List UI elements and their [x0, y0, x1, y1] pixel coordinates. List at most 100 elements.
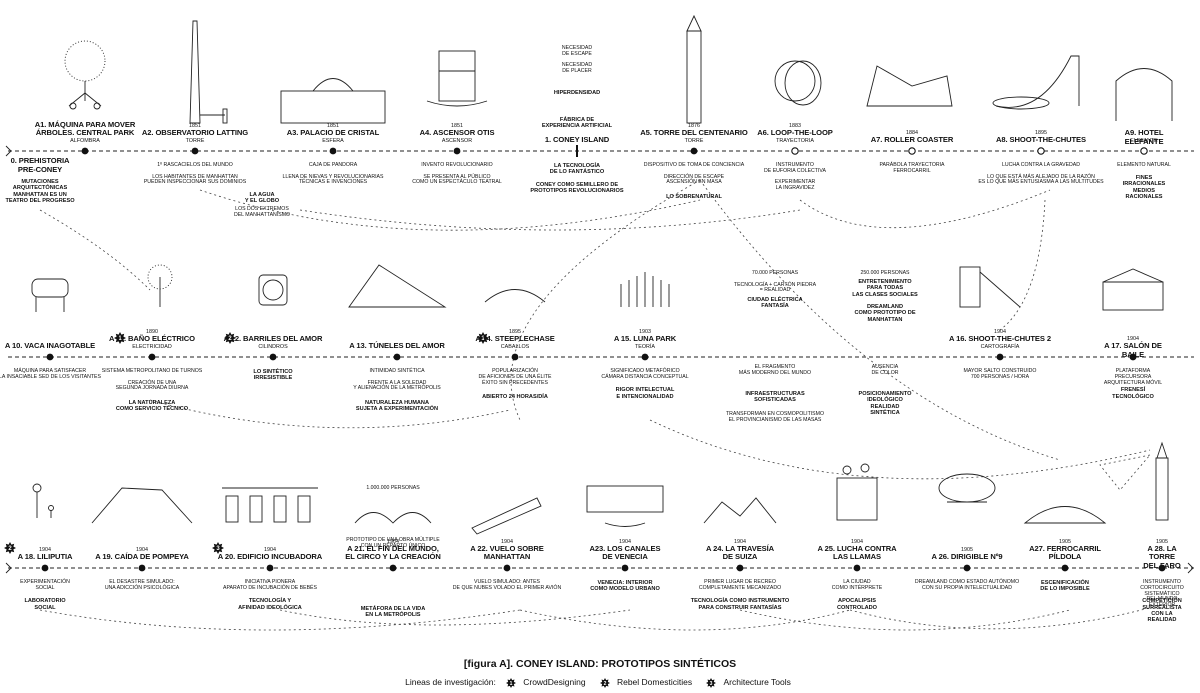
- node-description: INSTRUMENTO CORTOCIRCUITO SISTEMÁTICO DE…: [1140, 579, 1184, 609]
- svg-text:1: 1: [510, 681, 513, 687]
- node-year: 1876: [688, 123, 700, 130]
- node-description: INTIMIDAD SINTÉTICA FRENTE A LA SOLEDAD …: [353, 368, 441, 392]
- node-title: A 25. LUCHA CONTRA LAS LLAMAS: [817, 543, 897, 562]
- legend-label: Lineas de investigación:: [405, 677, 496, 687]
- node-title: A 14. STEEPLECHASE: [475, 334, 555, 344]
- timeline-node: [736, 564, 744, 572]
- svg-text:1: 1: [118, 336, 122, 342]
- node-year: 1904: [39, 547, 51, 554]
- node-description: INVENTO REVOLUCIONARIO SE PRESENTA AL PÚ…: [412, 162, 502, 186]
- tunnels-of-love-illustration-icon: [348, 264, 447, 308]
- node-year: 1904: [264, 547, 276, 554]
- timeline-node: [46, 353, 54, 361]
- node-description: VUELO SIMULADO: ANTES DE QUE NUBES VOLAD…: [452, 579, 562, 591]
- annotation-text: 70.000 PERSONAS TECNOLOGÍA + CARTÓN PIED…: [733, 270, 817, 294]
- node-year: 1895: [509, 329, 521, 336]
- node-description: SISTEMA METROPOLITANO DE TURNOS CREACIÓN…: [101, 368, 203, 392]
- timeline-node-open: [791, 147, 799, 155]
- node-category: ASCENSOR: [441, 138, 473, 144]
- fire-building-illustration-icon: [836, 463, 878, 521]
- timeline-node: [138, 564, 146, 572]
- domes-illustration-icon: [354, 512, 432, 524]
- timeline-node-open: [908, 147, 916, 155]
- node-title: A 15. LUNA PARK: [613, 334, 677, 344]
- node-category: CILINDROS: [258, 344, 288, 350]
- node-description: ELEMENTO NATURAL: [1117, 162, 1171, 168]
- pill-railway-illustration-icon: [1023, 506, 1107, 524]
- node-year: 1904: [136, 547, 148, 554]
- annotation-bold: HIPERDENSIDAD: [553, 90, 601, 96]
- node-year: 1851: [451, 123, 463, 130]
- research-line-badge-icon: 3: [212, 542, 224, 554]
- node-key-idea: LABORATORIO SOCIAL: [24, 598, 66, 611]
- node-year: 1904: [851, 538, 863, 545]
- node-key-idea: LA NATURALEZA COMO SERVICIO TÉCNICO: [115, 399, 189, 413]
- node-title: A 10. VACA INAGOTABLE: [4, 341, 96, 351]
- centennial-tower-illustration-icon: [686, 14, 702, 124]
- swiss-mountains-illustration-icon: [703, 497, 777, 524]
- connection-arc: [799, 189, 1051, 229]
- node-title: A6. LOOP-THE-LOOP: [757, 128, 833, 138]
- annotation-bold: LA AGUA Y EL GLOBO: [244, 192, 280, 205]
- annotation-bold: INFRAESTRUCTURAS SOFISTICADAS: [745, 391, 805, 404]
- star-badge-icon: 2: [599, 677, 610, 688]
- node-key-idea: MUTACIONES ARQUITECTÓNICAS MANHATTAN ES …: [5, 179, 75, 204]
- connection-arc: [649, 419, 1151, 480]
- node-category: CABALLOS: [500, 344, 530, 350]
- node-key-idea: ABIERTO 24 HORAS/DÍA: [482, 393, 548, 400]
- node-key-idea: METÁFORA DE LA VIDA EN LA METRÓPOLIS: [360, 606, 426, 619]
- node-title: A3. PALACIO DE CRISTAL: [286, 128, 380, 138]
- node-year: 1905: [1059, 538, 1071, 545]
- node-title: A 20. EDIFICIO INCUBADORA: [217, 552, 323, 562]
- connection-arc: [299, 209, 801, 231]
- incubator-building-illustration-icon: [222, 487, 318, 523]
- node-title: 1. CONEY ISLAND: [544, 135, 610, 145]
- svg-text:3: 3: [216, 546, 220, 552]
- annotation-bold: POSICIONAMIENTO IDEOLÓGICO REALIDAD SINT…: [858, 391, 912, 416]
- timeline-node: [853, 564, 861, 572]
- node-title: A 26. DIRIGIBLE Nº9: [931, 552, 1003, 562]
- connection-arc: [39, 209, 151, 291]
- lighthouse-tower-illustration-icon: [1155, 441, 1169, 521]
- timeline-node: [191, 147, 199, 155]
- annotation-text: 250.000 PERSONAS: [860, 270, 910, 276]
- node-key-idea: APOCALIPSIS CONTROLADO: [836, 598, 878, 611]
- node-year: 1903: [639, 329, 651, 336]
- timeline-node: [266, 564, 274, 572]
- annotation-bold: ENTRETENIMIENTO PARA TODAS LAS CLASES SO…: [852, 279, 918, 323]
- ballroom-illustration-icon: [1102, 268, 1164, 311]
- research-line-badge-icon: 1: [114, 332, 126, 344]
- elephant-hotel-illustration-icon: [1115, 68, 1173, 121]
- pompeii-volcano-illustration-icon: [91, 487, 193, 524]
- node-key-idea: RIGOR INTELECTUAL E INTENCIONALIDAD: [615, 387, 675, 400]
- timeline-node: [1061, 564, 1069, 572]
- connection-arc: [39, 609, 521, 631]
- node-title: A27. FERROCARRIL PÍLDOLA: [1029, 543, 1101, 562]
- node-year: 1851: [327, 123, 339, 130]
- star-badge-icon: 1: [506, 677, 517, 688]
- connection-arc: [999, 199, 1046, 331]
- connection-arc: [149, 399, 511, 429]
- svg-text:2: 2: [8, 546, 12, 552]
- timeline-node-open: [1037, 147, 1045, 155]
- timeline-node: [963, 564, 971, 572]
- svg-text:3: 3: [710, 681, 713, 687]
- node-key-idea: TECNOLOGÍA Y AFINIDAD IDEOLÓGICA: [238, 598, 302, 611]
- node-title: A23. LOS CANALES DE VENECIA: [589, 543, 661, 562]
- node-title: 0. PREHISTORIA PRE-CONEY: [10, 156, 70, 174]
- node-description: DREAMLAND COMO ESTADO AUTÓNOMO CON SU PR…: [914, 579, 1020, 591]
- annotation-text: AUSENCIA DE COLOR: [871, 364, 899, 376]
- node-description: MAYOR SALTO CONSTRUIDO 700 PERSONAS / HO…: [963, 368, 1037, 380]
- connection-arc: [739, 609, 1071, 631]
- node-category: ESFERA: [322, 138, 344, 144]
- node-title: A 21. EL FIN DEL MUNDO, EL CIRCO Y LA CR…: [345, 543, 441, 562]
- node-title: A9. HOTEL ELEFANTE: [1124, 128, 1164, 146]
- node-description: LUCHA CONTRA LA GRAVEDAD LO QUE ESTÁ MÁS…: [978, 162, 1104, 186]
- svg-text:2: 2: [604, 681, 607, 687]
- node-key-idea: COMPETICIÓN SURREALISTA CON LA REALIDAD: [1142, 598, 1182, 624]
- timeline-node-open: [1140, 147, 1148, 155]
